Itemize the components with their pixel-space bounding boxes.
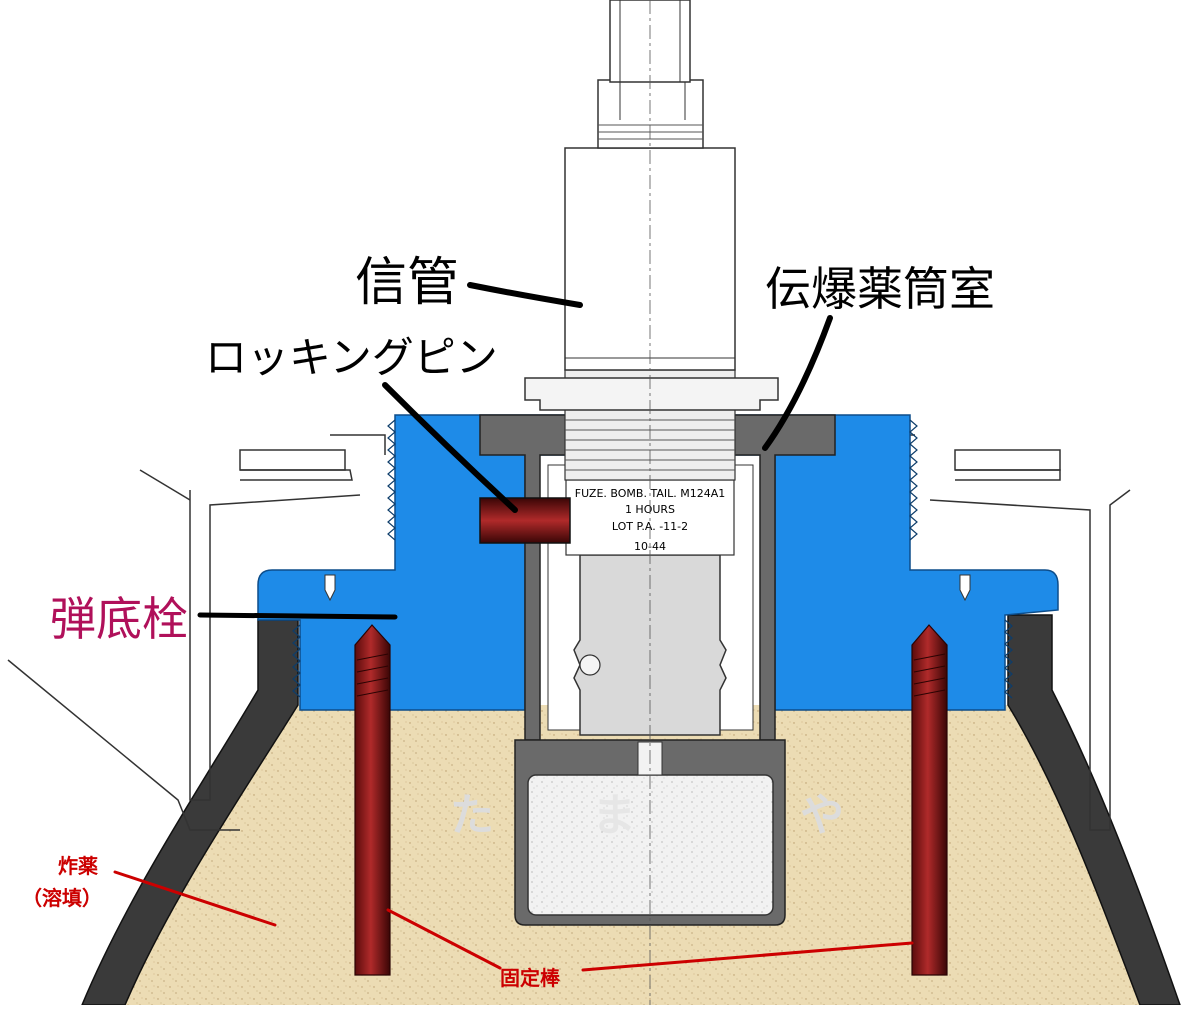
leader-base-plug bbox=[197, 612, 398, 620]
label-explosive-line2: （溶填） bbox=[22, 886, 102, 910]
watermark-char-2: ま bbox=[592, 790, 636, 841]
fuze-hex-nut bbox=[597, 79, 704, 149]
base-plug-screws bbox=[324, 574, 971, 602]
booster-charge bbox=[527, 774, 774, 916]
leader-rod-right bbox=[581, 941, 914, 972]
fixing-rod-right bbox=[911, 624, 948, 976]
tail-fin-outline bbox=[7, 434, 1131, 831]
leader-fuze bbox=[467, 282, 583, 308]
leader-lines bbox=[113, 282, 914, 972]
label-fixing-rod: 固定棒 bbox=[500, 966, 561, 990]
label-base-plug: 弾底栓 bbox=[50, 592, 188, 646]
leader-locking-pin bbox=[382, 382, 518, 513]
locking-collar bbox=[524, 377, 779, 411]
locking-pin bbox=[479, 497, 571, 544]
label-explosive-line1: 炸薬 bbox=[58, 854, 98, 878]
watermark-char-1: た bbox=[450, 790, 494, 841]
label-booster-chamber: 伝爆薬筒室 bbox=[765, 262, 995, 316]
fixing-rod-left bbox=[354, 624, 391, 976]
fuze-label-plate bbox=[565, 479, 735, 556]
label-locking-pin: ロッキングピン bbox=[205, 333, 498, 382]
leader-rod-left bbox=[386, 908, 502, 970]
watermark-char-3: や bbox=[800, 790, 844, 841]
label-fuze: 信管 bbox=[355, 253, 459, 313]
leader-explosive bbox=[113, 870, 277, 927]
leader-booster bbox=[762, 315, 833, 451]
fuze-marking-line4: 10-44 bbox=[634, 540, 666, 553]
booster-chamber bbox=[479, 414, 836, 741]
base-plug-threads bbox=[292, 419, 1013, 699]
hex-nut-threads bbox=[598, 124, 703, 140]
fuze-ball bbox=[579, 654, 601, 676]
